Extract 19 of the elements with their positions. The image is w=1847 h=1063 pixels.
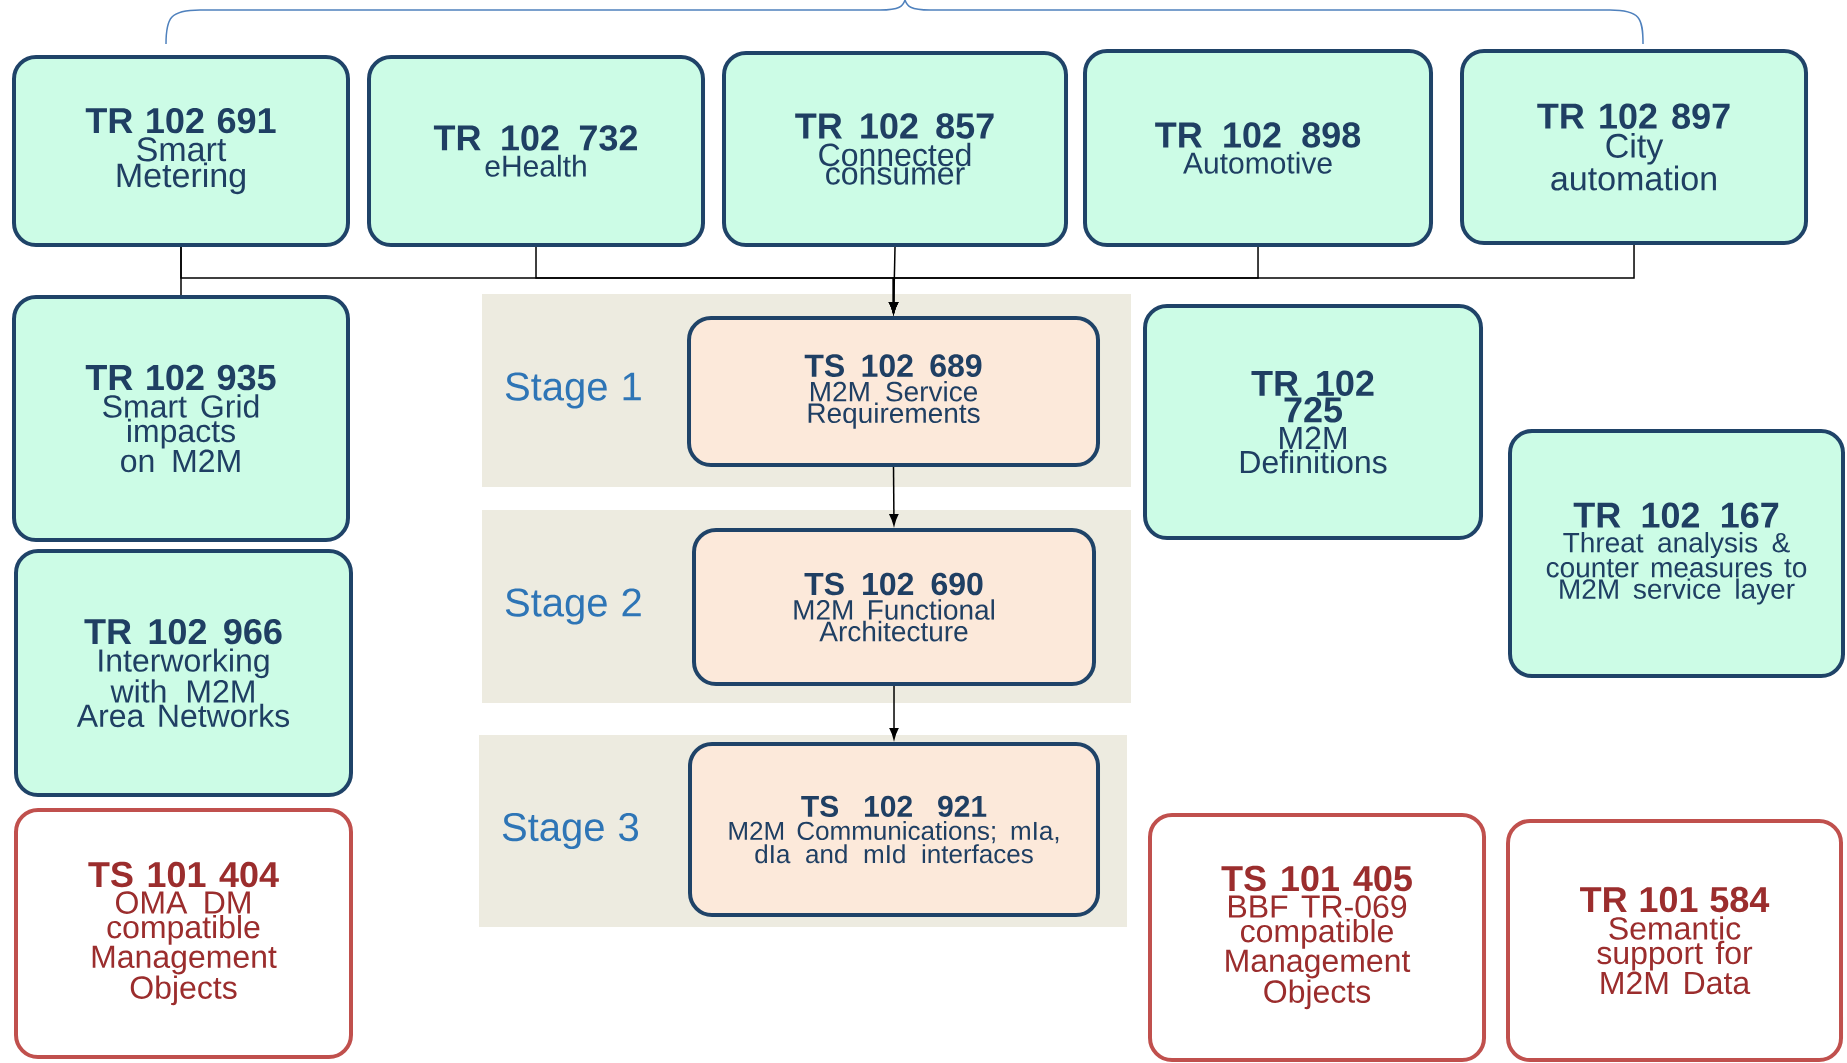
document-box: TR 102 725 M2M Definitions <box>1143 304 1483 540</box>
document-box: TR 102 857 Connected consumer <box>722 51 1068 247</box>
document-box: TR 102 966 Interworking with M2M Area Networks <box>14 549 353 797</box>
arrow <box>889 466 899 526</box>
arrow <box>889 244 1635 314</box>
arrow <box>889 685 899 740</box>
document-box: TR 102 732 eHealth <box>367 55 705 247</box>
specification-box: TS 102 921 M2M Communications; mIa, dIa and mId interfaces <box>688 742 1100 917</box>
specification-box: TS 102 689 M2M Service Requirements <box>687 316 1100 467</box>
document-box: TR 102 898 Automotive <box>1083 49 1433 247</box>
document-box: TR 102 691 Smart Metering <box>12 55 350 247</box>
document-box: TR 102 897 City automation <box>1460 49 1808 245</box>
document-box: TR 102 935 Smart Grid impacts on M2M <box>12 295 350 542</box>
document-box: TS 101 404 OMA DM compatible Management Objects <box>14 808 353 1059</box>
document-box: TR 102 167 Threat analysis & counter measures to M2M service layer <box>1508 429 1845 678</box>
connector-line <box>180 246 182 296</box>
specification-box: TS 102 690 M2M Functional Architecture <box>692 528 1096 686</box>
document-box: TR 101 584 Semantic support for M2M Data <box>1506 819 1843 1062</box>
document-box: TS 101 405 BBF TR-069 compatible Management Objects <box>1148 813 1486 1062</box>
